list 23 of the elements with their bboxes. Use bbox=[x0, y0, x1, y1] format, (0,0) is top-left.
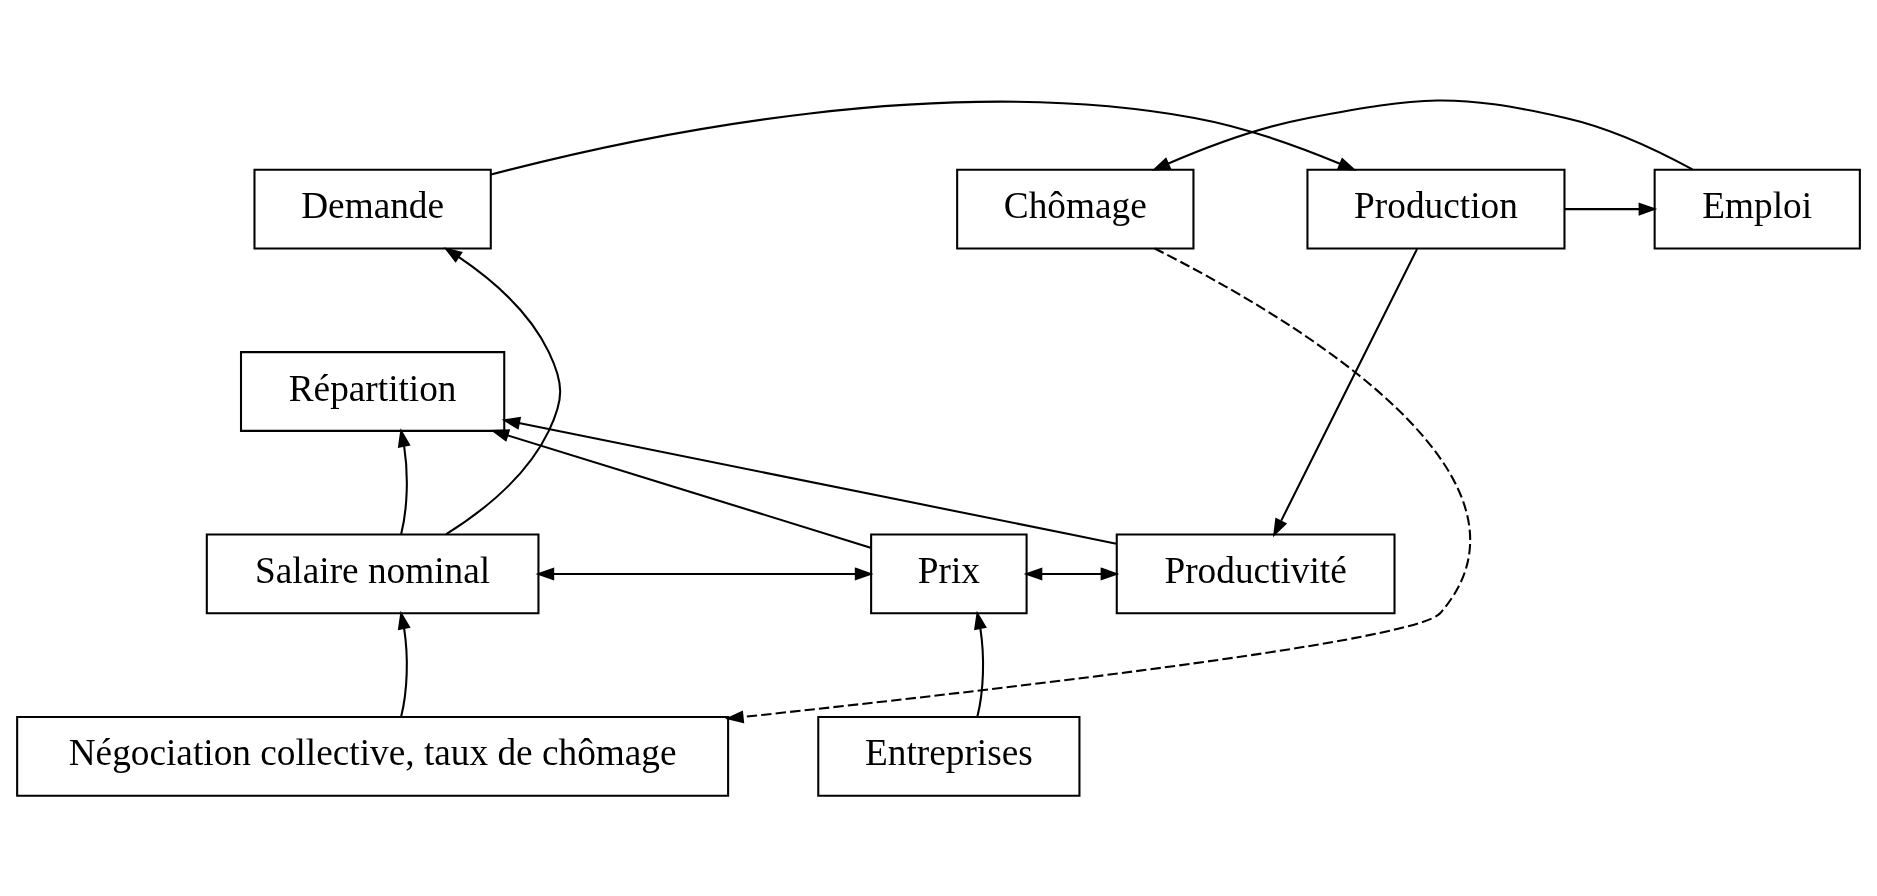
node-box: Négociation collective, taux de chômage bbox=[16, 715, 730, 797]
arrow bbox=[1564, 202, 1658, 216]
arrow bbox=[501, 416, 1117, 545]
node-box: Prix bbox=[870, 533, 1028, 615]
arrow bbox=[490, 100, 1357, 176]
arrow bbox=[1272, 248, 1418, 538]
arrow bbox=[397, 428, 411, 535]
node-box: Salaire nominal bbox=[205, 533, 540, 615]
arrow bbox=[535, 567, 874, 581]
node-box: Emploi bbox=[1653, 168, 1861, 250]
arrow bbox=[1023, 567, 1120, 581]
arrow bbox=[1151, 99, 1693, 171]
node-box: Répartition bbox=[239, 351, 506, 432]
node-box: Chômage bbox=[956, 168, 1195, 250]
node-box: Demande bbox=[253, 168, 492, 250]
arrow bbox=[974, 610, 987, 717]
arrow bbox=[725, 247, 1471, 724]
arrow bbox=[397, 610, 411, 717]
node-box: Productivité bbox=[1115, 533, 1396, 615]
node-box: Entreprises bbox=[817, 715, 1081, 797]
arrow bbox=[490, 429, 871, 549]
arrow bbox=[443, 247, 562, 535]
node-box: Production bbox=[1306, 168, 1566, 250]
